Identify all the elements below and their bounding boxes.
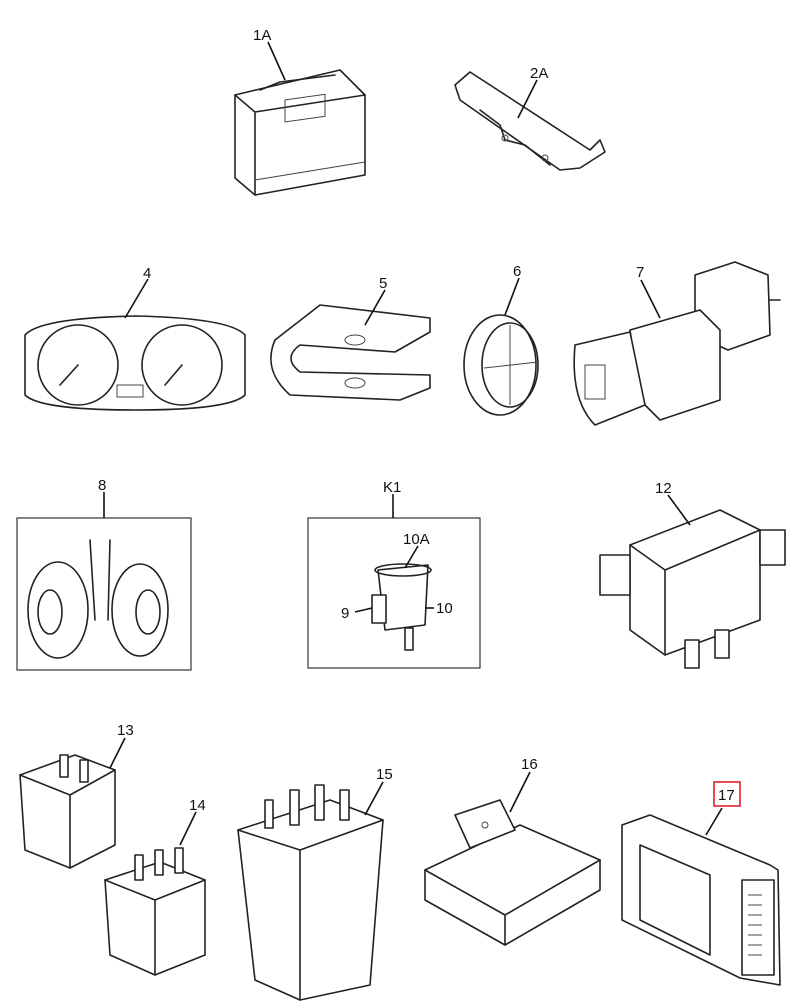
callout-k1[interactable]: K1 (383, 479, 401, 496)
callout-8[interactable]: 8 (98, 477, 106, 494)
callout-4[interactable]: 4 (143, 265, 151, 282)
relay-13-part[interactable]: 13 (19, 722, 134, 869)
callout-13[interactable]: 13 (117, 722, 134, 739)
clip-part[interactable]: 5 (270, 275, 431, 401)
callout-10a[interactable]: 10A (403, 531, 430, 548)
callout-16[interactable]: 16 (521, 756, 538, 773)
relay-kit-part[interactable]: K1 10A 9 10 (307, 479, 481, 669)
callout-9[interactable]: 9 (341, 605, 349, 622)
control-unit-part[interactable]: 17 (621, 781, 781, 986)
module-16-part[interactable]: 16 (424, 756, 601, 946)
callout-1a[interactable]: 1A (253, 27, 271, 44)
callout-2a[interactable]: 2A (530, 65, 548, 82)
callout-17[interactable]: 17 (718, 787, 735, 804)
module-12-part[interactable]: 12 (599, 480, 786, 669)
relay-14-part[interactable]: 14 (104, 797, 206, 976)
grommet-part[interactable]: 6 (463, 263, 539, 416)
callout-10[interactable]: 10 (436, 600, 453, 617)
instrument-cluster-part[interactable]: 4 (24, 265, 246, 411)
callout-5[interactable]: 5 (379, 275, 387, 292)
callout-12[interactable]: 12 (655, 480, 672, 497)
callout-7[interactable]: 7 (636, 264, 644, 281)
relay-15-part[interactable]: 15 (237, 766, 393, 1001)
callout-14[interactable]: 14 (189, 797, 206, 814)
highlight-box (713, 781, 741, 807)
battery-part[interactable]: 1A (234, 27, 366, 196)
battery-bracket-part[interactable]: 2A (454, 65, 606, 171)
horns-part[interactable]: 8 (16, 477, 192, 671)
callout-15[interactable]: 15 (376, 766, 393, 783)
callout-6[interactable]: 6 (513, 263, 521, 280)
switch-part[interactable]: 7 (573, 261, 781, 426)
